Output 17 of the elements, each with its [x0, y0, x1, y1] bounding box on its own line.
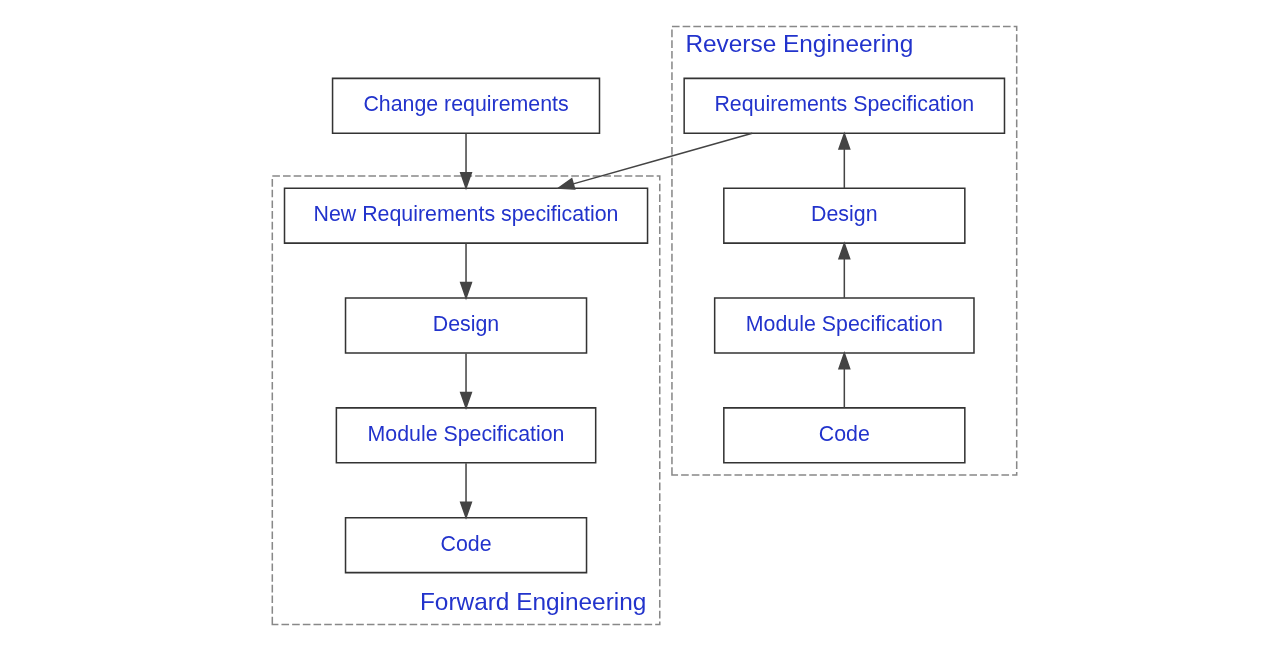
- arrow: [459, 462, 472, 520]
- node-box: Module Specification: [335, 407, 596, 464]
- node-box: Change requirements: [331, 77, 600, 135]
- node-box: Design: [722, 187, 966, 244]
- arrow: [837, 131, 851, 189]
- node-box: Code: [344, 516, 587, 574]
- node-box: Module Specification: [713, 297, 975, 354]
- node-box: Design: [344, 297, 587, 354]
- arrow: [459, 352, 472, 411]
- arrow: [459, 133, 472, 191]
- arrow: [837, 241, 851, 299]
- node-box: Requirements Specification: [682, 77, 1005, 135]
- arrow: [555, 132, 753, 190]
- arrow: [837, 351, 851, 409]
- node-box: Code: [722, 407, 966, 464]
- arrow: [459, 242, 472, 301]
- node-box: New Requirements specification: [283, 187, 648, 244]
